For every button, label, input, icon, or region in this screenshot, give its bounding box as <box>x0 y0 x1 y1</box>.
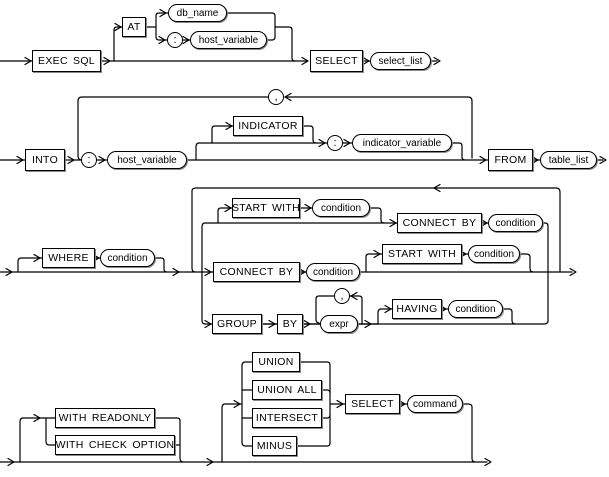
param-condition: condition <box>100 249 155 267</box>
param-indicator-variable: indicator_variable <box>352 134 452 152</box>
arrowheads-right <box>5 8 607 467</box>
keyword-intersect: INTERSECT <box>252 408 322 428</box>
param-host-variable: host_variable <box>190 31 267 49</box>
colon-circle: : <box>167 32 183 48</box>
keyword-union-all: UNION ALL <box>252 380 322 400</box>
param-condition: condition <box>306 263 360 281</box>
comma-circle: , <box>334 288 350 304</box>
comma-circle: , <box>268 89 284 105</box>
keyword-connect-by: CONNECT BY <box>397 213 482 233</box>
param-expr: expr <box>320 315 358 333</box>
keyword-indicator: INDICATOR <box>233 116 303 136</box>
keyword-connect-by: CONNECT BY <box>213 262 300 282</box>
keyword-having: HAVING <box>392 299 442 319</box>
param-host-variable: host_variable <box>107 151 187 169</box>
keyword-union: UNION <box>252 352 300 372</box>
keyword-where: WHERE <box>42 248 95 268</box>
keyword-select: SELECT <box>345 394 400 414</box>
keyword-with-readonly: WITH READONLY <box>55 408 155 428</box>
keyword-exec-sql: EXEC SQL <box>32 50 101 72</box>
keyword-select: SELECT <box>310 50 363 72</box>
colon-circle: : <box>327 135 343 151</box>
param-select-list: select_list <box>370 52 431 70</box>
keyword-with-check-option: WITH CHECK OPTION <box>55 435 175 455</box>
keyword-at: AT <box>122 17 146 37</box>
keyword-start-with: START WITH <box>232 198 300 218</box>
keyword-by: BY <box>277 314 303 334</box>
arrowheads-left <box>284 92 441 301</box>
param-command: command <box>407 395 463 413</box>
param-condition: condition <box>312 199 370 217</box>
colon-circle: : <box>81 152 97 168</box>
param-condition: condition <box>488 214 543 232</box>
keyword-into: INTO <box>25 149 65 171</box>
keyword-from: FROM <box>488 149 533 171</box>
param-db-name: db_name <box>168 4 227 22</box>
param-condition: condition <box>468 245 520 263</box>
param-condition: condition <box>448 300 503 318</box>
keyword-start-with: START WITH <box>382 244 462 264</box>
keyword-group: GROUP <box>212 314 262 334</box>
keyword-minus: MINUS <box>252 436 297 456</box>
param-table-list: table_list <box>540 151 597 169</box>
